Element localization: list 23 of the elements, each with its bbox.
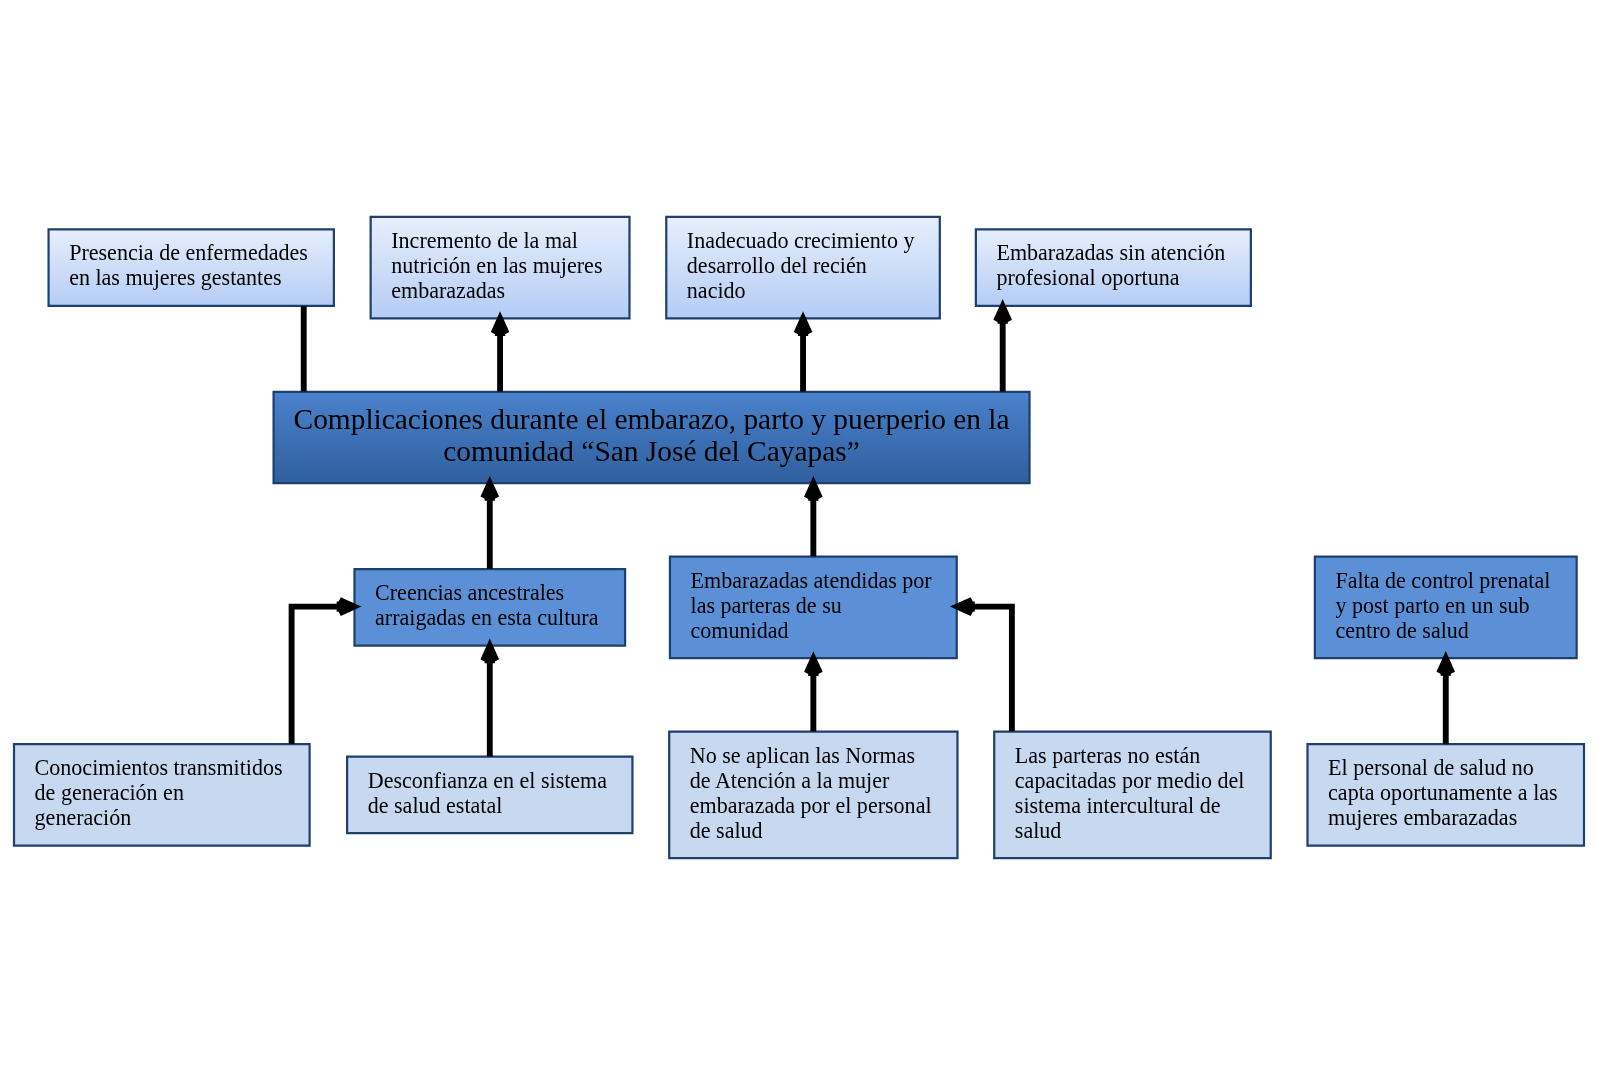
node-box: Embarazadas atendidas por las parteras de su comunidad	[668, 555, 958, 659]
node-box: Creencias ancestrales arraigadas en esta cultura	[353, 567, 627, 647]
node-box: Inadecuado crecimiento y desarrollo del recién nacido	[665, 215, 941, 319]
arrow	[480, 641, 500, 756]
node-box: Desconfianza en el sistema de salud estatal	[346, 755, 634, 834]
arrow	[803, 654, 823, 731]
node-box: Conocimientos transmitidos de generación en generación	[12, 742, 311, 847]
connector	[300, 305, 307, 391]
arrow	[490, 314, 510, 391]
node-box: Presencia de enfermedades en las mujeres gestantes	[47, 227, 335, 307]
arrow	[993, 302, 1013, 391]
node-box: Embarazadas sin atención profesional oportuna	[974, 227, 1252, 307]
arrow	[793, 314, 813, 391]
node-box: Falta de control prenatal y post parto en un sub centro de salud	[1313, 555, 1578, 659]
node-box: Complicaciones durante el embarazo, parto y puerperio en la comunidad “San José del Cayapas”	[272, 390, 1031, 484]
node-box: Las parteras no están capacitadas por medio del sistema intercultural de salud	[993, 730, 1272, 859]
node-box: No se aplican las Normas de Atención a la mujer embarazada por el personal de salud	[668, 730, 959, 859]
arrow	[1436, 654, 1456, 744]
node-box: El personal de salud no capta oportunamente a las mujeres embarazadas	[1306, 742, 1586, 847]
arrow	[953, 596, 1015, 731]
arrow	[803, 479, 823, 556]
arrow	[480, 479, 500, 569]
node-box: Incremento de la mal nutrición en las mujeres embarazadas	[369, 215, 631, 319]
